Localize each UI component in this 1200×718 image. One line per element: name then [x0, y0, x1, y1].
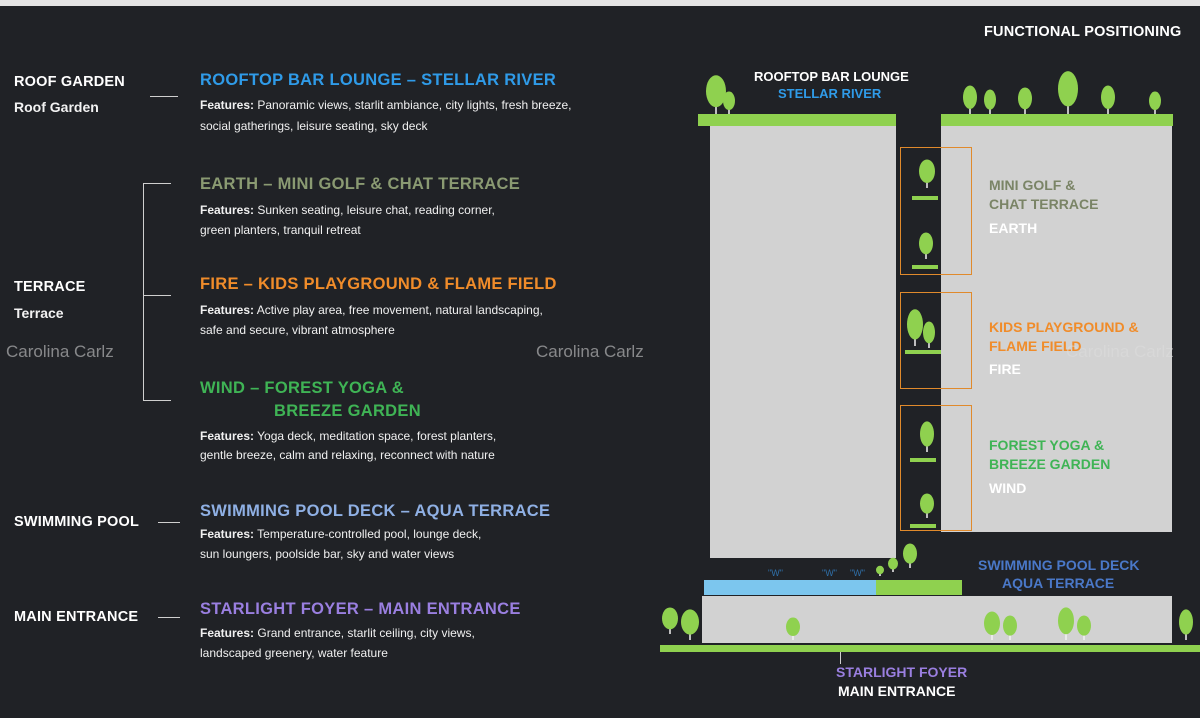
tree-icon [919, 159, 935, 183]
diagram-rooftop-sub-label: STELLAR RIVER [778, 86, 882, 101]
watermark: Carolina Carlz [1066, 342, 1174, 361]
section-features-earth: Features: Sunken seating, leisure chat, … [200, 203, 495, 217]
category-roof-garden-sub: Roof Garden [14, 99, 99, 115]
terrace-bracket-bottom [143, 400, 171, 401]
section-title-earth: EARTH – MINI GOLF & CHAT TERRACE [200, 175, 521, 193]
connector-main-entrance [158, 617, 180, 618]
diagram-foyer-label: STARLIGHT FOYER [836, 664, 968, 680]
section-title-wind: WIND – FOREST YOGA & [200, 379, 405, 397]
diagram-wind-element: WIND [989, 480, 1027, 496]
tree-icon [903, 543, 917, 564]
section-title-wind-line2: BREEZE GARDEN [274, 402, 421, 420]
tree-icon [786, 617, 800, 637]
section-features-wind-line2: gentle breeze, calm and relaxing, reconn… [200, 448, 495, 462]
tree-icon [923, 321, 935, 344]
tree-icon [907, 309, 923, 340]
category-terrace-sub: Terrace [14, 305, 64, 321]
connector-swimming-pool [158, 522, 180, 523]
terrace-lawn [905, 350, 941, 354]
tree-icon [876, 565, 884, 575]
functional-positioning-title: FUNCTIONAL POSITIONING [984, 24, 1182, 40]
section-features-earth-line2: green planters, tranquil retreat [200, 223, 361, 237]
swimming-pool-water [704, 580, 876, 595]
terrace-lawn [910, 458, 936, 462]
tree-icon [919, 232, 933, 255]
category-main-entrance: MAIN ENTRANCE [14, 609, 139, 625]
tree-icon [1003, 615, 1017, 636]
terrace-lawn [912, 196, 938, 200]
right-tower-roof-garden [941, 114, 1173, 126]
section-title-fire: FIRE – KIDS PLAYGROUND & FLAME FIELD [200, 275, 557, 293]
pool-water-mark: "W" [850, 568, 865, 578]
section-features-foyer-line2: landscaped greenery, water feature [200, 646, 388, 660]
diagram-pool-label-line2: AQUA TERRACE [1002, 575, 1115, 591]
left-tower [710, 126, 896, 558]
tree-icon [920, 493, 934, 514]
category-swimming-pool: SWIMMING POOL [14, 514, 140, 530]
section-features-foyer: Features: Grand entrance, starlit ceilin… [200, 626, 475, 640]
watermark: Carolina Carlz [536, 342, 644, 361]
section-title-pool: SWIMMING POOL DECK – AQUA TERRACE [200, 502, 551, 520]
tree-icon [1018, 87, 1032, 110]
diagram-fire-label-line2: FLAME FIELD [989, 338, 1082, 354]
category-roof-garden: ROOF GARDEN [14, 74, 125, 90]
section-title-rooftop: ROOFTOP BAR LOUNGE – STELLAR RIVER [200, 71, 557, 89]
foyer-leader-line [840, 652, 841, 664]
diagram-wind-label: FOREST YOGA & [989, 437, 1105, 453]
pool-water-mark: "W" [768, 568, 783, 578]
tree-icon [963, 85, 977, 109]
tree-icon [681, 609, 699, 635]
fire-terrace-box [900, 292, 972, 389]
section-features-pool-line2: sun loungers, poolside bar, sky and wate… [200, 547, 455, 561]
diagram-earth-label: MINI GOLF & [989, 177, 1076, 193]
watermark: Carolina Carlz [6, 342, 114, 361]
diagram-earth-element: EARTH [989, 220, 1038, 236]
terrace-bracket-mid [143, 295, 171, 296]
tree-icon [1101, 85, 1115, 109]
diagram-fire-label: KIDS PLAYGROUND & [989, 319, 1139, 335]
earth-terrace-box [900, 147, 972, 275]
terrace-bracket [143, 183, 144, 401]
tree-icon [1149, 91, 1161, 111]
tree-icon [1179, 609, 1193, 635]
section-features-rooftop-line2: social gatherings, leisure seating, sky … [200, 119, 428, 133]
section-features-pool: Features: Temperature-controlled pool, l… [200, 527, 482, 541]
pool-water-mark: "W" [822, 568, 837, 578]
podium-base [702, 596, 1172, 643]
left-tower-roof-garden [698, 114, 896, 126]
diagram-earth-label-line2: CHAT TERRACE [989, 196, 1099, 212]
category-terrace: TERRACE [14, 279, 86, 295]
right-tower [941, 126, 1172, 532]
top-strip [0, 0, 1200, 6]
section-features-fire-line2: safe and secure, vibrant atmosphere [200, 323, 395, 337]
tree-icon [1058, 607, 1074, 635]
tree-icon [920, 421, 934, 447]
diagram-fire-element: FIRE [989, 361, 1021, 377]
tree-icon [662, 607, 678, 630]
tree-icon [723, 91, 735, 111]
terrace-bracket-top [143, 183, 171, 184]
section-features-wind: Features: Yoga deck, meditation space, f… [200, 429, 497, 443]
tree-icon [888, 557, 898, 570]
tree-icon [1058, 71, 1078, 107]
tree-icon [984, 89, 996, 110]
terrace-lawn [910, 524, 936, 528]
terrace-lawn [912, 265, 938, 269]
wind-terrace-box [900, 405, 972, 531]
section-features-rooftop: Features: Panoramic views, starlit ambia… [200, 98, 572, 112]
tree-icon [706, 75, 726, 108]
section-title-foyer: STARLIGHT FOYER – MAIN ENTRANCE [200, 600, 521, 618]
section-features-fire: Features: Active play area, free movemen… [200, 303, 543, 317]
tree-icon [984, 611, 1000, 635]
pool-deck-lawn [876, 580, 962, 595]
diagram-wind-label-line2: BREEZE GARDEN [989, 456, 1111, 472]
tree-icon [1077, 615, 1091, 636]
diagram-foyer-label-line2: MAIN ENTRANCE [838, 683, 956, 699]
connector-roof-garden [150, 96, 178, 97]
diagram-pool-label: SWIMMING POOL DECK [978, 557, 1140, 573]
diagram-rooftop-label: ROOFTOP BAR LOUNGE [754, 69, 909, 84]
ground-line [660, 645, 1200, 652]
